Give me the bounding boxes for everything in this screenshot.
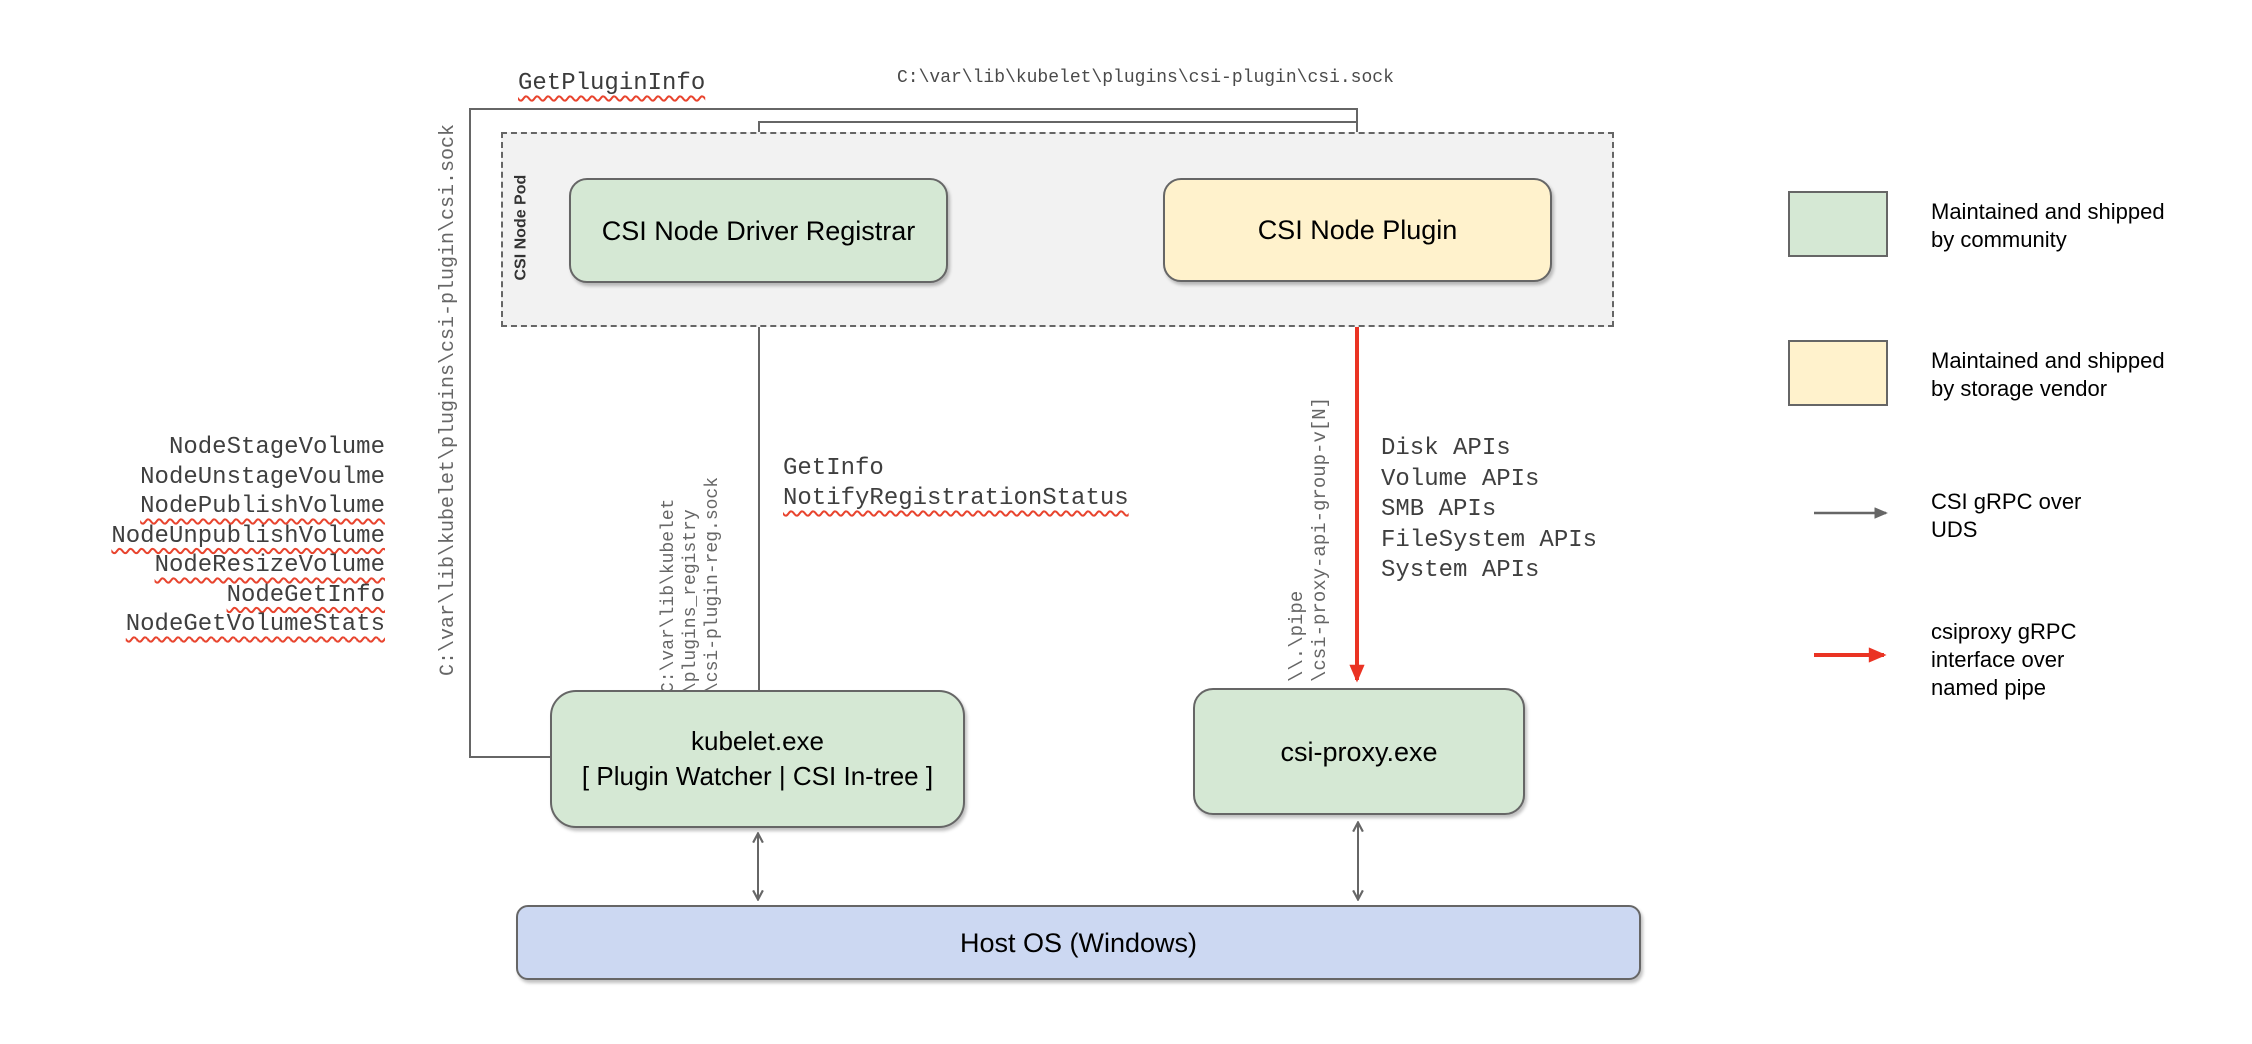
csi-node-driver-registrar-label: CSI Node Driver Registrar (601, 215, 916, 246)
csi-proxy-label: csi-proxy.exe (1280, 736, 1438, 767)
csi-proxy-box: csi-proxy.exe (1193, 688, 1525, 815)
csi-node-driver-registrar-box: CSI Node Driver Registrar (569, 178, 948, 283)
csi-sock-path-left-label: C:\var\lib\kubelet\plugins\csi-plugin\cs… (437, 123, 460, 677)
legend-vendor-label: Maintained and shipped by storage vendor (1931, 348, 2165, 401)
proxy-api-item: System APIs (1381, 557, 1540, 584)
proxy-api-item: SMB APIs (1381, 496, 1497, 523)
node-call-item: NodePublishVolume (140, 493, 385, 520)
csi-node-plugin-label: CSI Node Plugin (1257, 215, 1458, 245)
get-info-label: GetInfo (783, 455, 884, 482)
legend-namedpipe-label: csiproxy gRPC interface over named pipe (1931, 619, 2077, 700)
legend-uds-label: CSI gRPC over UDS (1931, 489, 2082, 542)
proxy-api-item: Volume APIs (1381, 465, 1540, 493)
registry-path-line: \csi-plugin-reg.sock (703, 476, 723, 693)
pipe-path-line: \csi-proxy-api-group-v[N] (1309, 396, 1331, 682)
node-call-item: NodeUnstageVoulme (140, 463, 385, 491)
proxy-api-list: Disk APIs Volume APIs SMB APIs FileSyste… (1381, 434, 1597, 587)
proxy-api-item: FileSystem APIs (1381, 526, 1598, 554)
legend-vendor-swatch (1788, 340, 1888, 406)
csi-node-plugin-box: CSI Node Plugin (1163, 178, 1552, 282)
pipe-path-line: \\.\pipe (1286, 590, 1308, 682)
node-call-item: NodeGetInfo (226, 581, 385, 609)
node-call-item: NodeResizeVolume (154, 552, 385, 579)
node-call-item: NodeUnpublishVolume (111, 522, 385, 550)
get-plugin-info-label: GetPluginInfo (518, 70, 706, 97)
node-calls-list: NodeStageVolume NodeUnstageVoulme NodePu… (85, 433, 385, 640)
kubelet-label-line1: kubelet.exe (691, 726, 824, 756)
registry-socket-path-label: C:\var\lib\kubelet \plugins_registry \cs… (658, 463, 724, 693)
proxy-api-item: Disk APIs (1381, 435, 1511, 462)
legend-community-swatch (1788, 191, 1888, 257)
host-os-box: Host OS (Windows) (516, 905, 1641, 980)
named-pipe-path-label: \\.\pipe \csi-proxy-api-group-v[N] (1286, 392, 1332, 682)
kubelet-label-line2: [ Plugin Watcher | CSI In-tree ] (581, 761, 934, 791)
registry-path-line: \plugins_registry (681, 509, 701, 693)
registry-path-line: C:\var\lib\kubelet (659, 498, 679, 693)
csi-sock-path-top-label: C:\var\lib\kubelet\plugins\csi-plugin\cs… (897, 68, 1394, 88)
node-call-item: NodeStageVolume (168, 434, 385, 461)
node-call-item: NodeGetVolumeStats (125, 611, 385, 638)
notify-registration-status-label: NotifyRegistrationStatus (783, 485, 1129, 512)
host-os-label: Host OS (Windows) (959, 927, 1198, 958)
legend-community-label: Maintained and shipped by community (1931, 199, 2165, 252)
csi-node-pod-label: CSI Node Pod (512, 174, 530, 281)
kubelet-box: kubelet.exe [ Plugin Watcher | CSI In-tr… (550, 690, 965, 828)
